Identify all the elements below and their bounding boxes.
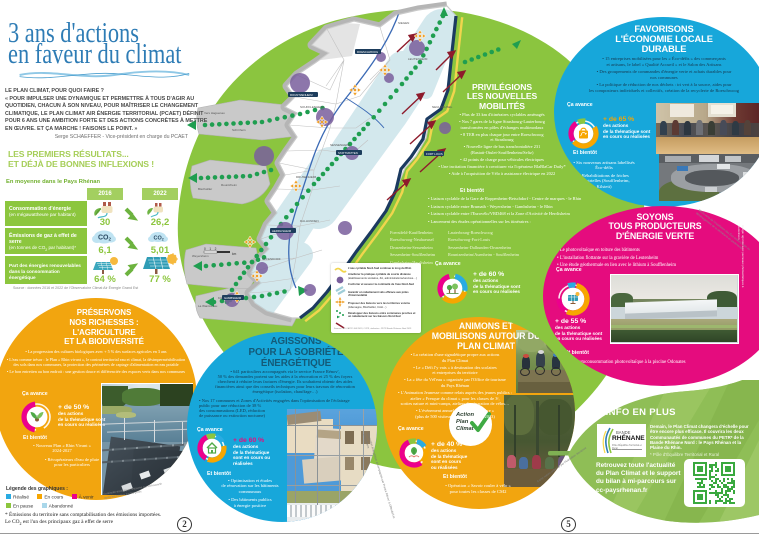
svg-text:GAMBSHEIM: GAMBSHEIM (224, 296, 242, 300)
svg-text:SIEGEN: SIEGEN (398, 21, 409, 25)
svg-text:ROESCHWOOG: ROESCHWOOG (357, 50, 378, 54)
svg-text:FORT LOUIS: FORT LOUIS (426, 152, 443, 156)
svg-text:SOUFFLENHEIM: SOUFFLENHEIM (300, 105, 324, 109)
svg-text:SESSENHEIM: SESSENHEIM (330, 143, 350, 147)
svg-text:DALHUNDEN: DALHUNDEN (300, 219, 319, 223)
svg-text:km: km (232, 252, 237, 256)
svg-text:Weyersheim: Weyersheim (192, 254, 209, 258)
svg-text:Bischwiller: Bischwiller (198, 187, 212, 191)
svg-text:STATTMATTEN: STATTMATTEN (338, 151, 358, 155)
svg-text:LEUTENHEIM: LEUTENHEIM (408, 57, 428, 61)
svg-text:DRUSENHEIM: DRUSENHEIM (296, 175, 317, 179)
svg-text:OFFENDORF: OFFENDORF (262, 257, 281, 261)
svg-text:La Wantzenau: La Wantzenau (198, 304, 218, 308)
svg-text:Schirrhein: Schirrhein (232, 128, 246, 132)
svg-text:HERRLISHEIM: HERRLISHEIM (272, 229, 292, 233)
svg-text:ROUNTZENHEIM: ROUNTZENHEIM (290, 93, 313, 97)
svg-text:CO2: CO2 (154, 236, 164, 242)
svg-text:CO2: CO2 (98, 235, 112, 242)
svg-text:Vers Haguenau: Vers Haguenau (204, 111, 225, 115)
svg-text:0 1 2: 0 1 2 (204, 247, 217, 251)
svg-text:NEUHAEUSEL: NEUHAEUSEL (432, 105, 453, 109)
svg-text:Rountzheim: Rountzheim (221, 183, 238, 187)
